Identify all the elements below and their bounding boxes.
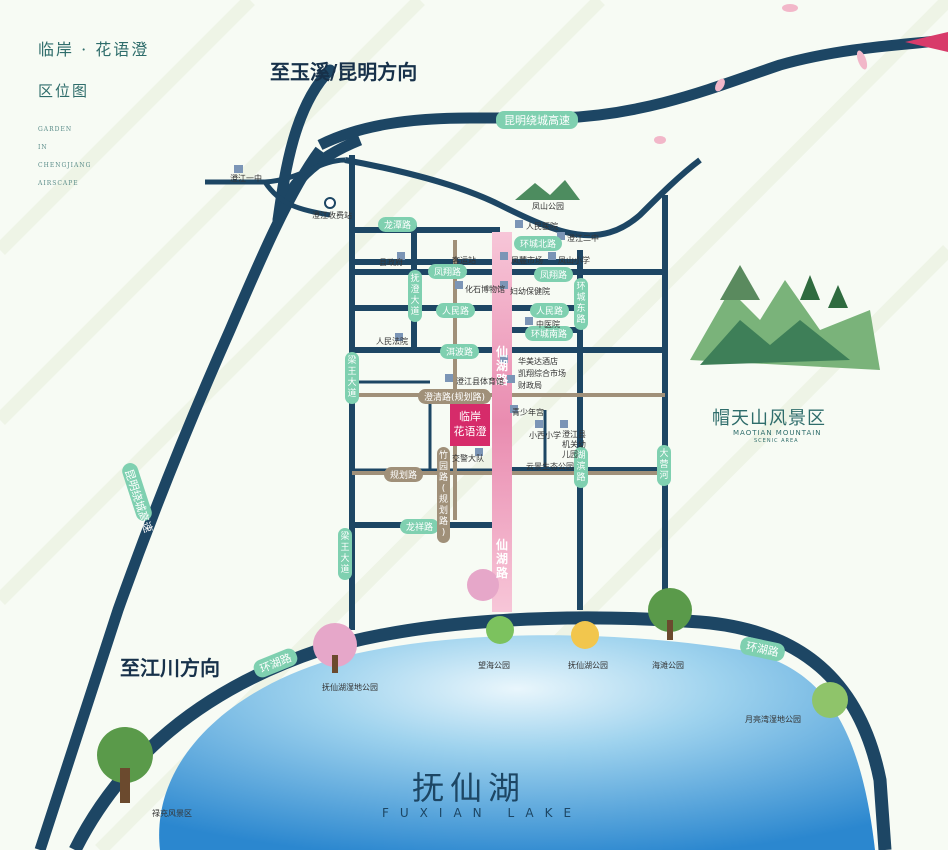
road-label-renmin-west: 人民路 [436, 303, 476, 318]
park-label-haitan: 海滩公园 [652, 661, 684, 670]
project-marker[interactable]: 临岸 花语澄 [450, 404, 490, 446]
huanhu-road [69, 611, 892, 850]
project-name-line1: 临岸 [459, 410, 481, 423]
park-label-wanghai: 望海公园 [478, 661, 510, 670]
road-label-guihua: 规划路 [384, 467, 424, 482]
poi-label: 化石博物馆 [465, 285, 505, 294]
road-label-hubin: 湖滨路 [574, 447, 588, 488]
poi-label: 凤山小学 [558, 256, 590, 265]
road-label-longtan: 龙潭路 [378, 217, 418, 232]
park-label-lukang: 禄充风景区 [152, 809, 192, 818]
highway-top-main [317, 34, 948, 150]
poi-label: 凤麓市场 [511, 256, 543, 265]
fengshan-park-illustration [515, 180, 580, 200]
poi-label: 澄江县体育馆 [456, 377, 504, 386]
direction-north: 至玉溪/昆明方向 [270, 60, 418, 84]
map-title: 临岸 · 花语澄 区位图 GARDEN IN CHENGJIANG AIRSCA… [38, 36, 149, 193]
poi-label: 中医院 [536, 320, 560, 329]
road-label-huancheng-dong: 环城东路 [574, 278, 588, 330]
poi-label: 交警大队 [452, 454, 484, 463]
title-english: GARDEN IN CHENGJIANG AIRSCAPE [38, 126, 92, 187]
petal-decorations [654, 4, 948, 144]
lake-name-en: FUXIAN LAKE [382, 806, 583, 820]
poi-label: 财政局 [518, 381, 542, 390]
poi-label: 华美达酒店 [518, 357, 558, 366]
tree-illustrations [97, 569, 848, 803]
road-label-fengxiang-east: 凤翔路 [534, 267, 574, 282]
xianhu-road [492, 232, 512, 612]
road-label-renmin-east: 人民路 [530, 303, 570, 318]
old-road [205, 157, 346, 218]
park-label-yueliangwan: 月亮湾湿地公园 [745, 715, 801, 724]
poi-label: 人民医院 [526, 222, 558, 231]
poi-label: 妇幼保健院 [510, 287, 550, 296]
scenic-en2: SCENIC AREA [754, 438, 799, 444]
poi-label: 澄江县机关幼儿园 [562, 430, 586, 459]
road-label-fengxiang-west: 凤翔路 [428, 264, 468, 279]
poi-label: 人民法院 [376, 337, 408, 346]
poi-label: 县政府 [379, 258, 403, 267]
road-label-longxiang: 龙祥路 [400, 519, 440, 534]
highway-left [34, 146, 325, 850]
road-label-liangwang-lower: 梁王大道 [338, 528, 352, 580]
main-road-label-lower: 仙湖路 [495, 538, 508, 580]
road-label-liangwang-upper: 梁王大道 [345, 352, 359, 404]
poi-label: 云景生态公园 [526, 462, 574, 471]
title-line1: 临岸 · 花语澄 [38, 40, 150, 59]
building-icons [234, 165, 568, 456]
road-label-fuxian-avenue: 抚澄大道 [408, 270, 422, 322]
road-label-dayinghe: 大营河 [657, 445, 671, 486]
poi-label: 客运站 [452, 256, 476, 265]
road-label-huancheng-bei: 环城北路 [514, 236, 563, 251]
lake-name: 抚仙湖 [412, 769, 527, 807]
road-label-chengqing: 澄清路(规划路) [418, 389, 492, 404]
poi-label: 澄江二中 [567, 234, 599, 243]
project-name-line2: 花语澄 [453, 425, 487, 438]
scenic-name: 帽天山风景区 [712, 408, 826, 429]
road-label-zhuyuan: 竹园路(规划路) [437, 447, 450, 543]
toll-station-marker [324, 197, 336, 209]
highway-label-top: 昆明绕城高速 [496, 111, 578, 129]
title-line2: 区位图 [38, 82, 90, 100]
scenic-en1: MAOTIAN MOUNTAIN [733, 429, 822, 437]
main-road-label-upper: 仙湖路 [495, 345, 508, 387]
road-label-huancheng-nan: 环城南路 [525, 326, 574, 341]
maotian-mountain-illustration [690, 265, 880, 370]
poi-label: 青少年宫 [512, 408, 544, 417]
fuxian-lake [159, 635, 876, 850]
park-label-wetland: 抚仙湖湿地公园 [322, 683, 378, 692]
poi-label: 澄江一中 [230, 174, 262, 183]
road-label-xiaobo: 洱波路 [440, 344, 480, 359]
direction-west: 至江川方向 [120, 656, 220, 680]
park-label-fuxianhu: 抚仙湖公园 [568, 661, 608, 670]
poi-label: 凯翔综合市场 [518, 369, 566, 378]
poi-label: 凤山公园 [532, 202, 564, 211]
huancheng-curve [344, 157, 702, 239]
poi-label: 小西小学 [529, 431, 561, 440]
poi-label: 澄江收费站 [312, 211, 352, 220]
